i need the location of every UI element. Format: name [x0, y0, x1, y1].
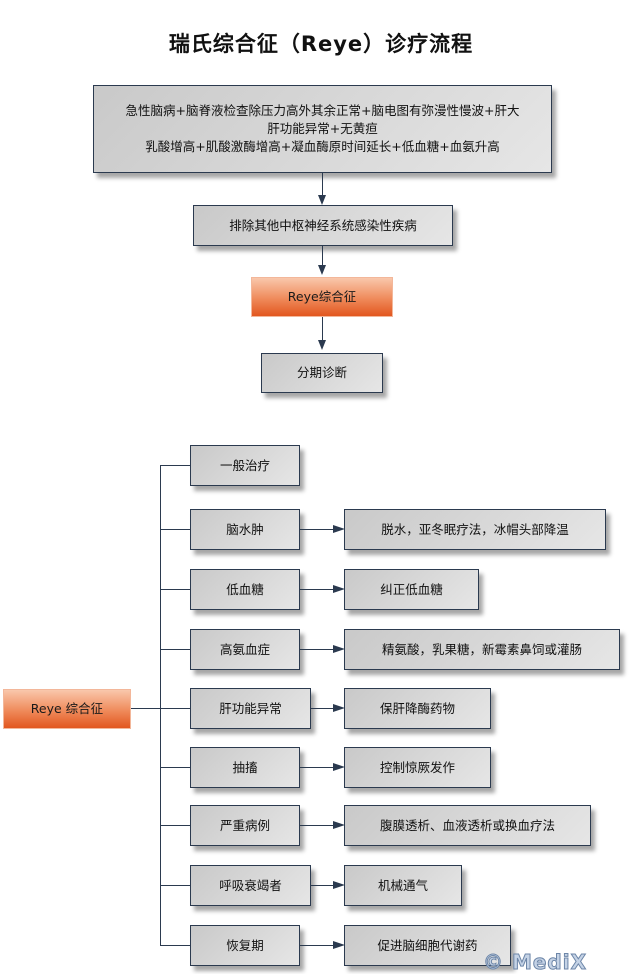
treatment-box: 控制惊厥发作 — [344, 747, 491, 788]
treatment-box: 机械通气 — [344, 865, 462, 906]
condition-label: 一般治疗 — [219, 457, 270, 473]
arrow-right-icon — [333, 704, 345, 712]
staging-label: 分期诊断 — [296, 365, 347, 380]
connector-line — [322, 246, 323, 266]
treatment-connector — [300, 529, 334, 530]
arrow-right-icon — [333, 941, 345, 949]
criteria-line: 乳酸增高+肌酸激酶增高+凝血酶原时间延长+低血糖+血氨升高 — [145, 139, 500, 154]
treatment-box: 脱水，亚冬眠疗法，冰帽头部降温 — [344, 509, 606, 550]
branch-connector — [160, 825, 191, 826]
staging-box: 分期诊断 — [261, 353, 383, 393]
exclude-box: 排除其他中枢神经系统感染性疾病 — [193, 205, 453, 246]
arrow-down-icon — [318, 265, 326, 275]
treatment-box: 精氨酸，乳果糖，新霉素鼻饲或灌肠 — [344, 629, 620, 670]
treatment-box: 腹膜透析、血液透析或换血疗法 — [344, 805, 591, 846]
arrow-right-icon — [333, 763, 345, 771]
page-title: 瑞氏综合征（Reye）诊疗流程 — [168, 32, 474, 56]
treatment-connector — [311, 708, 334, 709]
branch-connector — [160, 465, 191, 466]
branch-connector — [160, 649, 191, 650]
medix-watermark: © MediX — [482, 950, 588, 974]
treatment-connector — [311, 885, 334, 886]
criteria-line: 急性脑病+脑脊液检查除压力高外其余正常+脑电图有弥漫性慢波+肝大 — [125, 103, 520, 118]
treatment-label: 保肝降酶药物 — [379, 700, 455, 716]
arrow-right-icon — [333, 821, 345, 829]
condition-box: 肝功能异常 — [190, 688, 311, 729]
treatment-connector — [300, 767, 334, 768]
treatment-label: 纠正低血糖 — [380, 581, 443, 597]
reye-diagnosis-label: Reye综合征 — [287, 289, 357, 304]
condition-box: 恢复期 — [190, 925, 300, 966]
treatment-label: 腹膜透析、血液透析或换血疗法 — [379, 817, 555, 833]
treatment-label: 精氨酸，乳果糖，新霉素鼻饲或灌肠 — [381, 641, 582, 657]
condition-label: 高氨血症 — [219, 641, 270, 657]
condition-label: 严重病例 — [219, 817, 270, 833]
condition-box: 呼吸衰竭者 — [190, 865, 311, 906]
condition-label: 呼吸衰竭者 — [219, 877, 282, 893]
branch-connector — [160, 589, 191, 590]
condition-box: 一般治疗 — [190, 445, 300, 486]
treatment-box: 促进脑细胞代谢药 — [344, 925, 511, 966]
connector-line — [322, 317, 323, 341]
branch-connector — [160, 885, 191, 886]
arrow-down-icon — [318, 340, 326, 350]
reye-root-label: Reye 综合征 — [30, 701, 104, 716]
condition-box: 抽搐 — [190, 747, 300, 788]
treatment-connector — [300, 649, 334, 650]
condition-box: 高氨血症 — [190, 629, 300, 670]
condition-box: 严重病例 — [190, 805, 300, 846]
treatment-connector — [300, 945, 334, 946]
condition-box: 低血糖 — [190, 569, 300, 610]
condition-label: 脑水肿 — [226, 521, 264, 537]
arrow-right-icon — [333, 645, 345, 653]
criteria-line: 肝功能异常+无黄疸 — [267, 121, 378, 136]
treatment-connector — [300, 589, 334, 590]
treatment-label: 控制惊厥发作 — [379, 759, 455, 775]
arrow-right-icon — [333, 525, 345, 533]
condition-label: 恢复期 — [226, 937, 264, 953]
arrow-right-icon — [333, 881, 345, 889]
treatment-connector — [300, 825, 334, 826]
diagnostic-criteria-box: 急性脑病+脑脊液检查除压力高外其余正常+脑电图有弥漫性慢波+肝大 肝功能异常+无… — [93, 85, 552, 173]
connector-line — [322, 173, 323, 197]
arrow-right-icon — [333, 585, 345, 593]
condition-label: 抽搐 — [232, 759, 258, 775]
condition-label: 低血糖 — [226, 581, 264, 597]
treatment-label: 脱水，亚冬眠疗法，冰帽头部降温 — [381, 521, 569, 537]
condition-box: 脑水肿 — [190, 509, 300, 550]
treatment-label: 机械通气 — [377, 877, 428, 893]
reye-diagnosis-box: Reye综合征 — [251, 277, 393, 317]
branch-connector — [160, 708, 191, 709]
exclude-label: 排除其他中枢神经系统感染性疾病 — [229, 217, 417, 233]
tree-trunk — [160, 465, 161, 946]
treatment-label: 促进脑细胞代谢药 — [377, 937, 478, 953]
branch-connector — [160, 945, 191, 946]
reye-root-box: Reye 综合征 — [3, 689, 131, 729]
branch-connector — [160, 529, 191, 530]
treatment-box: 保肝降酶药物 — [344, 688, 491, 729]
treatment-box: 纠正低血糖 — [344, 569, 479, 610]
arrow-down-icon — [318, 195, 326, 205]
branch-connector — [160, 767, 191, 768]
condition-label: 肝功能异常 — [219, 700, 282, 716]
